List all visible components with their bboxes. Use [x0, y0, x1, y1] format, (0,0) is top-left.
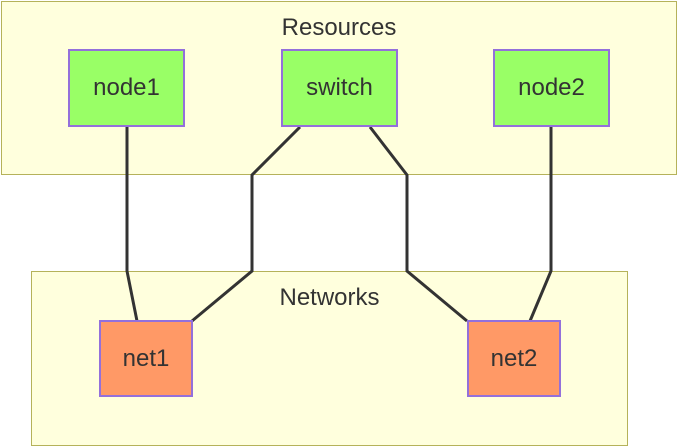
resources-cluster-label: Resources	[281, 14, 397, 41]
node1-label: node1	[93, 74, 160, 101]
node2-label: node2	[518, 74, 585, 101]
node1-box[interactable]: node1	[68, 49, 185, 127]
net1-label: net1	[122, 344, 170, 372]
networks-cluster-label: Networks	[279, 284, 380, 311]
net2-box[interactable]: net2	[467, 320, 561, 397]
switch-label: switch	[306, 74, 373, 101]
net2-label: net2	[490, 344, 538, 372]
switch-box[interactable]: switch	[281, 49, 398, 127]
net1-box[interactable]: net1	[99, 320, 193, 397]
node2-box[interactable]: node2	[493, 49, 610, 127]
